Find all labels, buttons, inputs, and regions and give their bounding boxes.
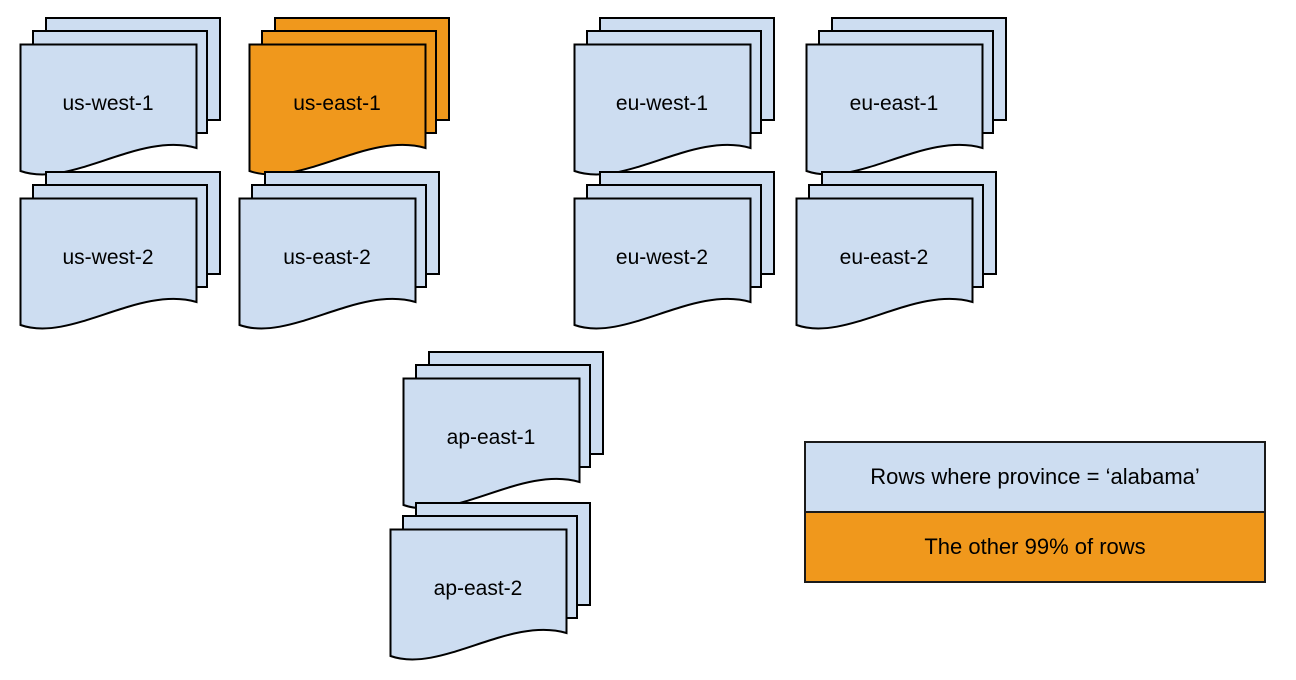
doc-stack-us-east-2: us-east-2 [238,171,442,331]
doc-stack-eu-west-2: eu-west-2 [573,171,777,331]
document-sheet-front [573,197,752,330]
document-sheet-front [573,43,752,176]
doc-stack-eu-east-1: eu-east-1 [805,17,1009,177]
document-sheet-front [19,197,198,330]
doc-stack-eu-west-1: eu-west-1 [573,17,777,177]
doc-stack-us-west-1: us-west-1 [19,17,223,177]
doc-stack-us-west-2: us-west-2 [19,171,223,331]
legend-item-label: The other 99% of rows [924,534,1146,559]
document-sheet-front [389,528,568,661]
document-sheet-front [238,197,417,330]
document-sheet-front [795,197,974,330]
legend-item-alabama-rows: Rows where province = ‘alabama’ [806,443,1264,511]
legend-item-label: Rows where province = ‘alabama’ [870,464,1200,489]
document-sheet-front [402,377,581,510]
document-sheet-front [248,43,427,176]
document-sheet-front [19,43,198,176]
legend: Rows where province = ‘alabama’ The othe… [804,441,1266,583]
doc-stack-eu-east-2: eu-east-2 [795,171,999,331]
document-sheet-front [805,43,984,176]
legend-item-other-rows: The other 99% of rows [806,511,1264,581]
doc-stack-us-east-1: us-east-1 [248,17,452,177]
doc-stack-ap-east-2: ap-east-2 [389,502,593,662]
doc-stack-ap-east-1: ap-east-1 [402,351,606,511]
